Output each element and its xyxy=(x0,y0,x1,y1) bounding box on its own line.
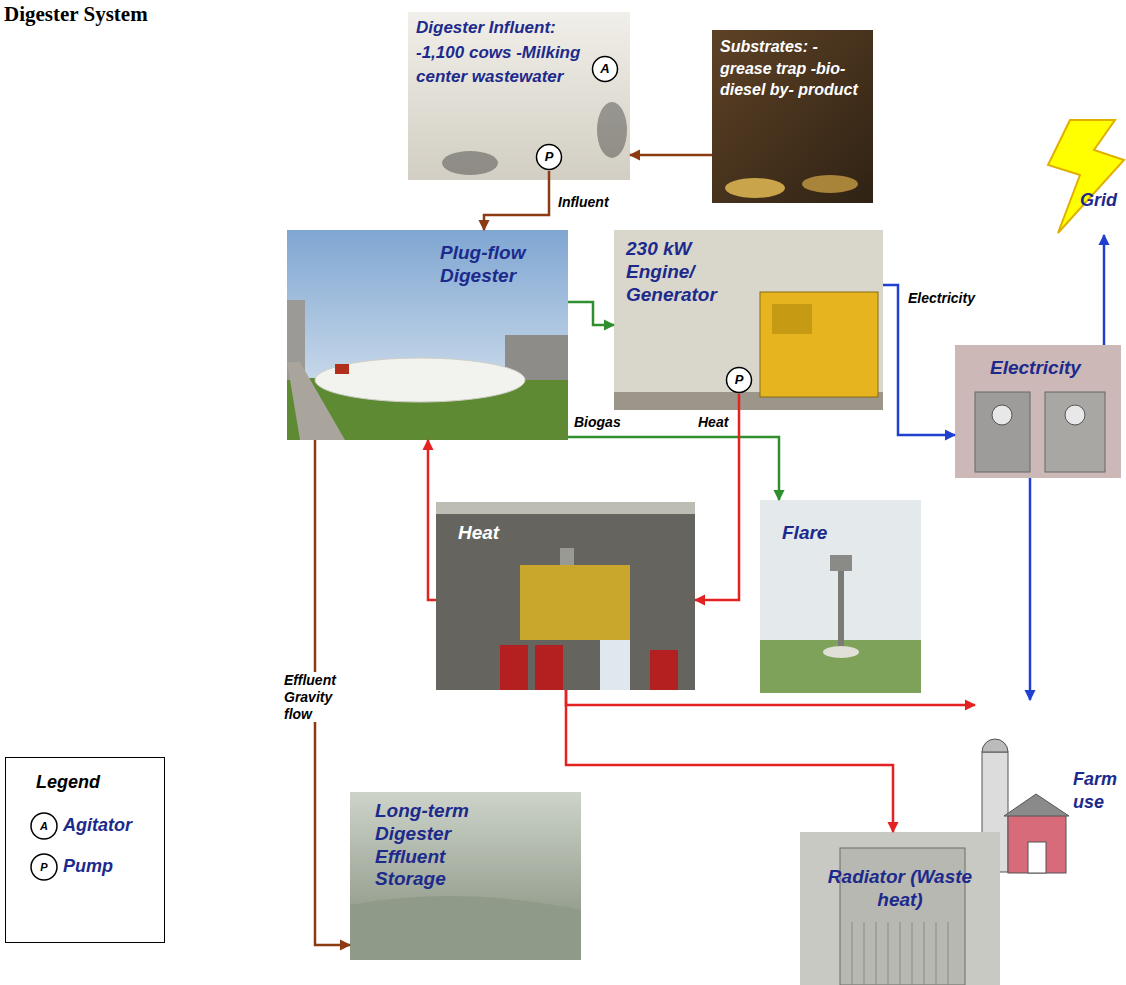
legend-entry-holder: Pump xyxy=(63,856,113,877)
pond-photo xyxy=(350,792,581,960)
edge-label-holder: Biogas xyxy=(572,414,623,431)
symbol-letter: A xyxy=(31,813,57,839)
photo-box: Plug-flow Digester xyxy=(287,230,568,440)
node-label: Radiator (Waste heat) xyxy=(820,866,980,912)
photo-box: Substrates: -grease trap -bio-diesel by-… xyxy=(712,30,873,203)
substrates-photo xyxy=(712,30,873,203)
legend-heading-holder: Legend xyxy=(36,772,100,793)
edge-label: Heat xyxy=(696,414,730,431)
grid-bolt: Grid xyxy=(1040,118,1126,235)
flow-arrow xyxy=(566,690,893,832)
node-label: Substrates: -grease trap -bio-diesel by-… xyxy=(720,36,868,101)
edge-label: Electricity xyxy=(906,290,977,307)
legend-entry-holder: Agitator xyxy=(63,815,132,836)
node-label: 230 kW Engine/ Generator xyxy=(626,238,751,306)
edge-label-holder: Heat xyxy=(696,414,730,431)
legend-entry: Agitator xyxy=(63,815,132,836)
symbol-letter: P xyxy=(535,143,563,171)
radiator-photo xyxy=(800,832,1000,985)
photo-box: Heat xyxy=(436,502,695,690)
flow-arrow xyxy=(428,440,436,600)
legend-box: Legend A P Agitator Pump xyxy=(5,757,165,943)
flow-arrow xyxy=(883,285,955,435)
flow-arrow xyxy=(568,302,614,325)
engine-photo xyxy=(614,230,883,410)
edge-label: Influent xyxy=(556,194,611,211)
legend-heading: Legend xyxy=(36,772,100,793)
cows-photo xyxy=(408,12,630,180)
edge-label: Effluent Gravity flow xyxy=(282,672,348,722)
node-label: Grid xyxy=(1080,190,1124,212)
meters-photo xyxy=(955,345,1121,478)
edge-label: Biogas xyxy=(572,414,623,431)
title-holder: Digester System xyxy=(4,2,148,27)
flow-arrow xyxy=(1029,478,1032,700)
photo-box: Flare xyxy=(760,500,921,693)
node-label: Heat xyxy=(458,522,538,545)
flow-arrow xyxy=(484,171,549,230)
flow-arrow xyxy=(1103,235,1106,345)
diagram-title: Digester System xyxy=(4,2,148,27)
photo-box: 230 kW Engine/ GeneratorP xyxy=(614,230,883,410)
agitator-symbol: A xyxy=(591,55,619,83)
flow-arrow xyxy=(566,690,975,705)
node-label: Digester Influent: -1,100 cows -Milking … xyxy=(416,16,596,90)
edge-label-holder: Electricity xyxy=(906,290,977,307)
flare-photo xyxy=(760,500,921,693)
node-label: Flare xyxy=(782,522,862,545)
digester-photo xyxy=(287,230,568,440)
farm-icon: Farm use xyxy=(975,700,1122,880)
flow-arrow xyxy=(630,154,712,157)
legend-symbol-holder: P xyxy=(31,854,57,880)
pump-symbol: P xyxy=(725,366,753,394)
heat-room-photo xyxy=(436,502,695,690)
node-label: Electricity xyxy=(990,357,1115,380)
edge-label-holder: Influent xyxy=(556,194,611,211)
symbol-letter: P xyxy=(725,366,753,394)
flow-arrow xyxy=(695,394,739,600)
symbol-letter: P xyxy=(31,854,57,880)
legend-symbol-holder: A xyxy=(31,813,57,839)
node-label: Farm use xyxy=(1073,768,1121,813)
node-label: Plug-flow Digester xyxy=(440,242,562,288)
edge-label-holder: Effluent Gravity flow xyxy=(282,672,348,722)
legend-entry: Pump xyxy=(63,856,113,877)
flow-arrow xyxy=(568,437,779,500)
photo-box: Digester Influent: -1,100 cows -Milking … xyxy=(408,12,630,180)
node-label: Long-term Digester Effluent Storage xyxy=(375,800,510,891)
lightning-bolt xyxy=(1048,120,1124,233)
photo-box: Long-term Digester Effluent Storage xyxy=(350,792,581,960)
symbol-letter: A xyxy=(591,55,619,83)
photo-box: Electricity xyxy=(955,345,1121,478)
pump-symbol: P xyxy=(535,143,563,171)
photo-box: Radiator (Waste heat) xyxy=(800,832,1000,985)
